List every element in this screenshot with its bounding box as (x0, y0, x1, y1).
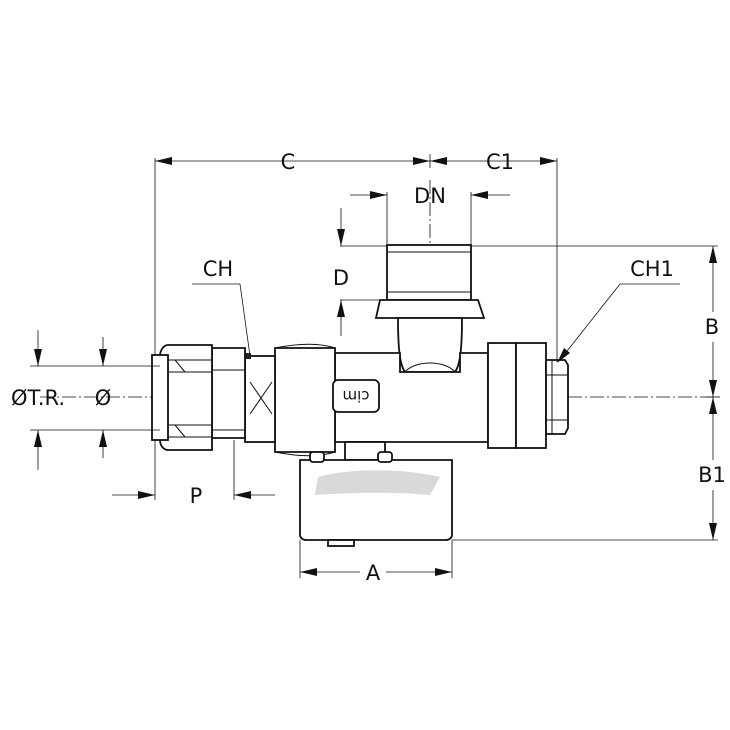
main-body (334, 352, 489, 443)
dim-c-label: C (281, 150, 296, 174)
compression-nut-right (211, 347, 246, 439)
dimensions: C C1 DN D CH CH1 (11, 150, 729, 586)
top-neck (397, 317, 463, 373)
dim-otr-label: ØT.R. (11, 386, 65, 410)
valve-body: cim (151, 244, 569, 547)
handle-foot (327, 539, 355, 547)
right-collar (487, 342, 517, 449)
compression-end (151, 354, 169, 441)
dim-d-label: D (333, 266, 349, 290)
logo-badge (332, 379, 380, 413)
dim-a-label: A (366, 561, 381, 585)
dim-b1-label: B1 (698, 463, 726, 487)
dim-p-label: P (190, 484, 203, 508)
top-collar (374, 299, 486, 319)
dim-b-label: B (705, 315, 719, 339)
dim-o-label: Ø (95, 386, 112, 410)
dim-dn-label: DN (414, 184, 446, 208)
dim-c1-label: C1 (486, 150, 514, 174)
left-body-section (274, 347, 336, 453)
dim-ch1-label: CH1 (630, 257, 674, 281)
logo-text: cim (342, 387, 369, 405)
right-hex-ch1 (545, 359, 569, 435)
dim-ch-label: CH (203, 257, 233, 281)
right-collar-2 (515, 342, 547, 449)
